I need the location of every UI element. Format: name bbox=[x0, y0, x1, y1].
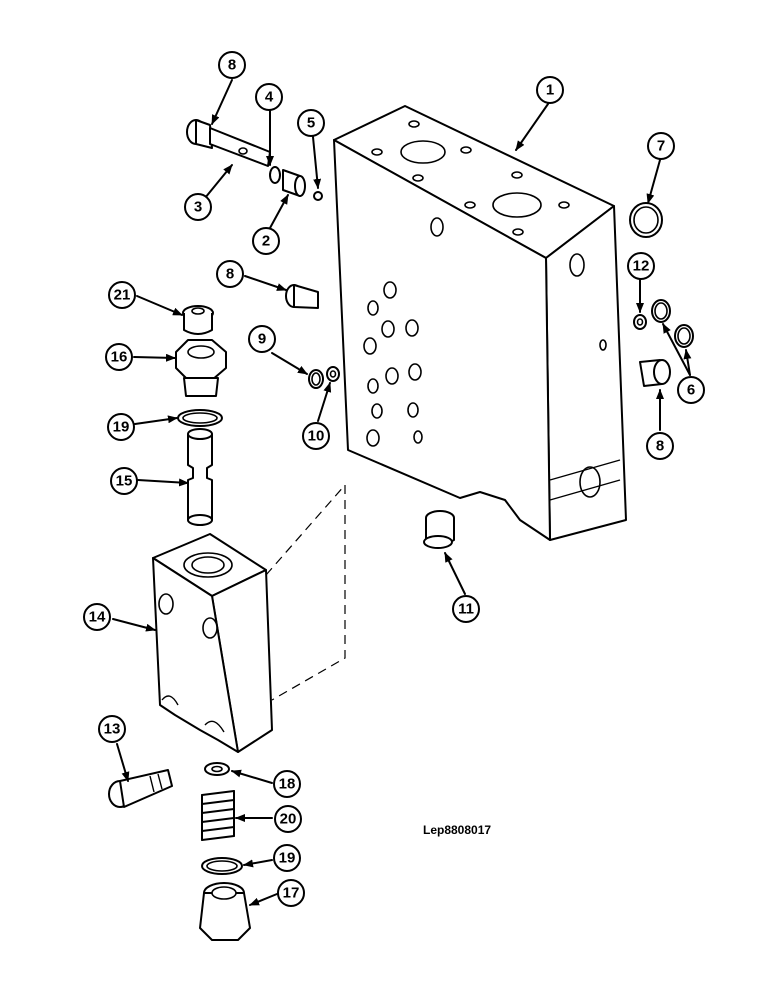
callout-18: 18 bbox=[273, 770, 301, 798]
svg-text:7: 7 bbox=[657, 138, 665, 155]
part-plug-right bbox=[639, 359, 671, 387]
callout-9: 9 bbox=[248, 325, 276, 353]
callout-8-middle: 8 bbox=[216, 260, 244, 288]
callout-6: 6 bbox=[677, 376, 705, 404]
part-hex-nut-16 bbox=[175, 339, 227, 397]
svg-text:21: 21 bbox=[114, 287, 131, 304]
svg-text:19: 19 bbox=[279, 850, 296, 867]
callout-19-top: 19 bbox=[107, 413, 135, 441]
callout-10: 10 bbox=[302, 422, 330, 450]
callout-13: 13 bbox=[98, 715, 126, 743]
svg-text:9: 9 bbox=[258, 331, 266, 348]
callout-17: 17 bbox=[277, 879, 305, 907]
svg-text:11: 11 bbox=[458, 601, 474, 618]
callout-8-right: 8 bbox=[646, 432, 674, 460]
part-spring-20 bbox=[201, 790, 235, 841]
callout-7: 7 bbox=[647, 132, 675, 160]
part-o-ring-4 bbox=[269, 166, 281, 184]
svg-text:12: 12 bbox=[633, 258, 650, 275]
svg-text:6: 6 bbox=[687, 382, 695, 399]
svg-text:20: 20 bbox=[280, 811, 297, 828]
relief-valve-block bbox=[152, 533, 273, 753]
part-cap-21 bbox=[182, 305, 214, 335]
leader-lines bbox=[112, 79, 692, 906]
callout-21: 21 bbox=[108, 281, 136, 309]
drawing-reference-code: Lep8808017 bbox=[423, 823, 491, 837]
callout-20: 20 bbox=[274, 805, 302, 833]
svg-text:5: 5 bbox=[307, 115, 315, 132]
callout-4: 4 bbox=[255, 83, 283, 111]
callout-12: 12 bbox=[627, 252, 655, 280]
svg-text:14: 14 bbox=[89, 609, 106, 626]
part-ball-5 bbox=[313, 191, 323, 201]
callout-16: 16 bbox=[105, 343, 133, 371]
svg-text:16: 16 bbox=[111, 349, 128, 366]
part-plug-middle bbox=[285, 284, 319, 309]
part-spool-15 bbox=[187, 428, 213, 526]
part-plug-17 bbox=[199, 882, 251, 941]
svg-text:2: 2 bbox=[262, 233, 270, 250]
svg-text:10: 10 bbox=[308, 428, 325, 445]
callout-3: 3 bbox=[184, 193, 212, 221]
svg-text:8: 8 bbox=[228, 57, 236, 74]
callout-14: 14 bbox=[83, 603, 111, 631]
callout-2: 2 bbox=[252, 227, 280, 255]
callout-11: 11 bbox=[452, 595, 480, 623]
callout-5: 5 bbox=[297, 109, 325, 137]
valve-body bbox=[333, 105, 627, 541]
svg-text:8: 8 bbox=[226, 266, 234, 283]
part-poppet-2 bbox=[282, 169, 306, 197]
svg-text:13: 13 bbox=[104, 721, 121, 738]
svg-text:17: 17 bbox=[283, 885, 300, 902]
svg-text:15: 15 bbox=[116, 473, 133, 490]
callout-15: 15 bbox=[110, 467, 138, 495]
svg-text:1: 1 bbox=[546, 82, 554, 99]
part-plug-top bbox=[186, 119, 271, 167]
svg-text:4: 4 bbox=[265, 89, 274, 106]
svg-text:8: 8 bbox=[656, 438, 664, 455]
svg-text:3: 3 bbox=[194, 199, 202, 216]
callout-19-bottom: 19 bbox=[273, 844, 301, 872]
part-plug-11 bbox=[423, 510, 455, 549]
callout-1: 1 bbox=[536, 76, 564, 104]
svg-text:19: 19 bbox=[113, 419, 130, 436]
svg-text:18: 18 bbox=[279, 776, 296, 793]
part-bolt-13 bbox=[108, 769, 173, 808]
callout-8-top: 8 bbox=[218, 51, 246, 79]
